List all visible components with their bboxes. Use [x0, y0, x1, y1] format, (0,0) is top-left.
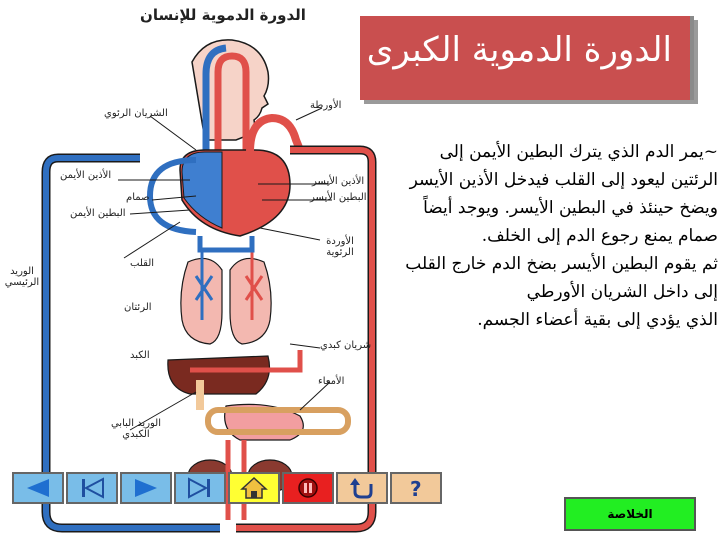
label-pulmonary-artery: الشريان الرئوي	[104, 108, 168, 119]
summary-button[interactable]: الخلاصة	[564, 497, 696, 531]
previous-button[interactable]	[12, 472, 64, 504]
circulation-diagram: الدورة الدموية للإنسان	[4, 6, 377, 533]
label-lungs: الرئتان	[124, 302, 152, 313]
intestine-loop	[205, 407, 351, 435]
arrow-right-icon	[135, 479, 157, 497]
label-heart: القلب	[130, 258, 155, 269]
svg-text:?: ?	[410, 477, 422, 500]
label-left-ventricle: البطين الأيسر	[310, 192, 367, 203]
paragraph-2: ثم يقوم البطين الأيسر بضخ الدم خارج القل…	[405, 254, 718, 302]
circulation-illustration	[41, 39, 377, 533]
label-leaders	[118, 107, 332, 431]
help-button[interactable]: ?	[390, 472, 442, 504]
arrow-left-icon	[27, 479, 49, 497]
lung-vessels-right	[244, 248, 264, 320]
slide-title-box: الدورة الدموية الكبرى	[360, 16, 694, 100]
home-icon	[240, 476, 268, 499]
label-intestines: الأمعاء	[318, 376, 345, 387]
label-liver: الكبد	[130, 350, 150, 361]
label-valve: صمام	[126, 192, 150, 203]
label-right-atrium: الأذين الأيمن	[60, 170, 112, 181]
aorta-arch	[246, 113, 304, 153]
first-page-icon	[82, 477, 104, 499]
label-pulmonary-veins: الأوردة الرئوية	[326, 236, 354, 258]
pulmonary-loop	[146, 157, 197, 235]
liver-shape	[167, 355, 271, 395]
label-right-ventricle: البطين الأيمن	[70, 208, 126, 219]
paragraph-3: الذي يؤدي إلى بقية أعضاء الجسم.	[477, 310, 718, 330]
carotid-artery	[214, 52, 250, 150]
slide-title: الدورة الدموية الكبرى	[366, 30, 672, 70]
last-page-icon	[188, 477, 210, 499]
label-left-atrium: الأذين الأيسر	[312, 176, 365, 187]
navigation-bar: ?	[12, 472, 444, 508]
diagram-title: الدورة الدموية للإنسان	[140, 6, 306, 24]
home-button[interactable]	[228, 472, 280, 504]
return-icon	[350, 478, 373, 499]
next-button[interactable]	[120, 472, 172, 504]
return-button[interactable]	[336, 472, 388, 504]
explanation-text: ~يمر الدم الذي يترك البطين الأيمن إلى ال…	[398, 138, 718, 334]
pulmonary-vessels	[197, 236, 255, 253]
stop-icon	[298, 478, 318, 498]
hepatic-vessel	[190, 350, 303, 373]
lung-vessels-left	[194, 248, 214, 320]
last-slide-button[interactable]	[174, 472, 226, 504]
label-hepatic-portal-vein: الوريد البابي الكبدي	[110, 418, 162, 440]
stop-button[interactable]	[282, 472, 334, 504]
label-hepatic-artery: شريان كبدي	[320, 340, 372, 351]
first-slide-button[interactable]	[66, 472, 118, 504]
heart-right-side	[181, 151, 223, 229]
jugular-vein	[202, 44, 227, 158]
label-pulmonary-vein: الوريد الرئيسي	[4, 266, 40, 288]
help-icon: ?	[410, 477, 422, 500]
label-aorta: الأورطة	[310, 100, 342, 111]
paragraph-1: ~يمر الدم الذي يترك البطين الأيمن إلى ال…	[409, 142, 718, 246]
